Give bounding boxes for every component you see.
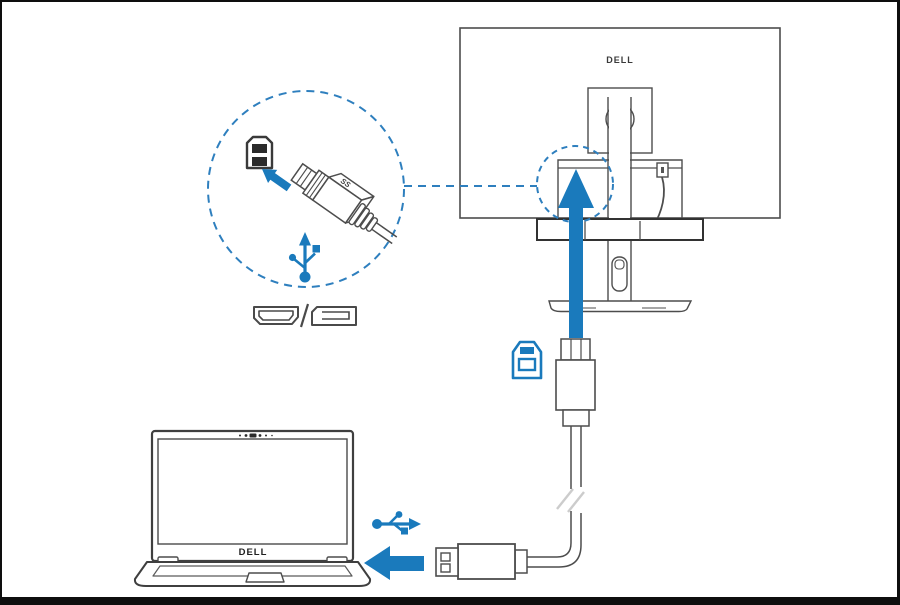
- usb-trident-vertical-icon: [288, 232, 320, 283]
- laptop: DELL: [133, 429, 372, 587]
- usb-trident-horizontal-icon: [372, 511, 421, 535]
- insert-arrow-icon: [262, 169, 292, 192]
- keyboard-area: [152, 565, 353, 577]
- video-port-icons: [253, 303, 357, 328]
- up-arrow-icon: [558, 169, 594, 338]
- touchpad: [245, 572, 285, 583]
- displayport-icon: [311, 306, 357, 326]
- cable-cover-bar: [536, 218, 704, 241]
- monitor-brand-logo: DELL: [606, 55, 634, 65]
- stand-column: [607, 97, 632, 302]
- usb-b-plug-3d-icon: SS: [290, 162, 398, 245]
- usb-a-connector: [435, 543, 528, 580]
- laptop-brand-logo: DELL: [239, 547, 268, 558]
- hdmi-icon: [253, 306, 299, 325]
- stand-base: [548, 300, 693, 313]
- slash-separator: [299, 303, 310, 328]
- usb-b-connector: [555, 338, 596, 427]
- monitor-back: DELL: [459, 27, 781, 313]
- usb-b-plug-outline-icon: [511, 340, 543, 380]
- laptop-screen: [157, 438, 348, 545]
- left-arrow-icon: [364, 546, 424, 580]
- cable-routing-hole: [611, 256, 628, 292]
- cable-break: [556, 488, 585, 513]
- detail-zoom-circle: [207, 90, 405, 288]
- usb-cable: [527, 426, 585, 568]
- webcam: [239, 433, 273, 438]
- usb-b-port-icon: [245, 135, 274, 170]
